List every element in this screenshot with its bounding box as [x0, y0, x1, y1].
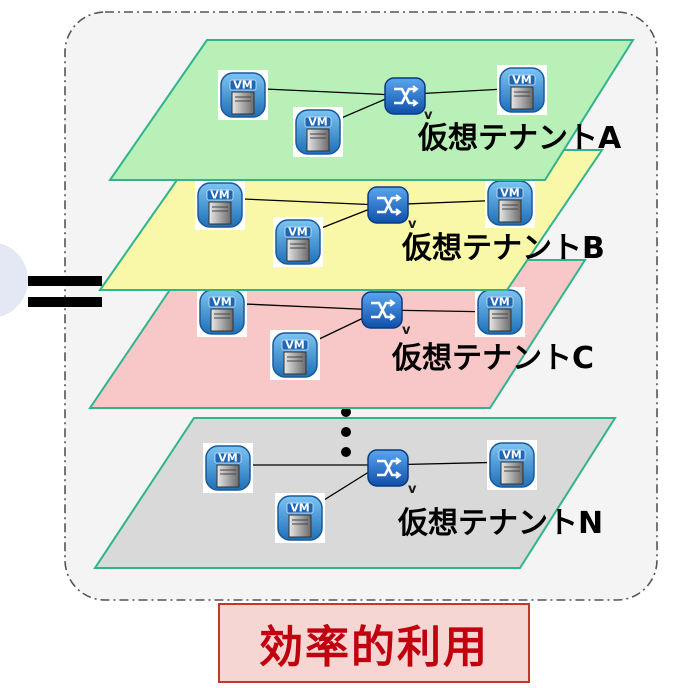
vm-icon: [196, 286, 248, 338]
vm-icon: [272, 216, 324, 268]
equals-sign-top: [28, 276, 102, 286]
tenant-layer-c: v 仮想テナントC: [88, 259, 594, 409]
efficient-use-box: 効率的利用: [218, 603, 530, 683]
ellipsis-dot: [341, 447, 351, 457]
vm-icon: [202, 442, 254, 494]
ellipsis-dot: [341, 407, 351, 417]
efficient-use-label: 効率的利用: [259, 622, 489, 673]
tenant-label-b: 仮想テナントB: [401, 231, 605, 266]
switch-icon: [366, 448, 410, 488]
vm-icon: [484, 177, 536, 229]
tenant-layer-a: v 仮想テナントA: [108, 39, 635, 181]
switch-icon: [366, 185, 410, 225]
equals-sign-bottom: [28, 297, 102, 307]
svg-text:v: v: [402, 323, 411, 338]
svg-text:v: v: [424, 108, 433, 123]
tenant-layer-n: v 仮想テナントN: [93, 417, 617, 569]
vm-icon: [217, 69, 269, 121]
svg-text:v: v: [408, 482, 417, 497]
vm-icon: [292, 106, 344, 158]
vm-icon: [496, 64, 548, 116]
tenant-layer-b: v 仮想テナントB: [98, 149, 605, 291]
vm-icon: [274, 492, 326, 544]
switch-icon: [383, 76, 427, 116]
tenant-label-n: 仮想テナントN: [397, 506, 603, 541]
switch-icon: [360, 290, 404, 330]
vm-icon: [474, 286, 526, 338]
svg-text:v: v: [408, 217, 417, 232]
equals-bubble: [0, 243, 28, 317]
vm-icon: [194, 179, 246, 231]
tenant-label-a: 仮想テナントA: [417, 121, 622, 156]
tenant-label-c: 仮想テナントC: [391, 341, 594, 376]
vm-icon: [269, 329, 321, 381]
ellipsis-dot: [341, 427, 351, 437]
vm-icon: [486, 439, 538, 491]
